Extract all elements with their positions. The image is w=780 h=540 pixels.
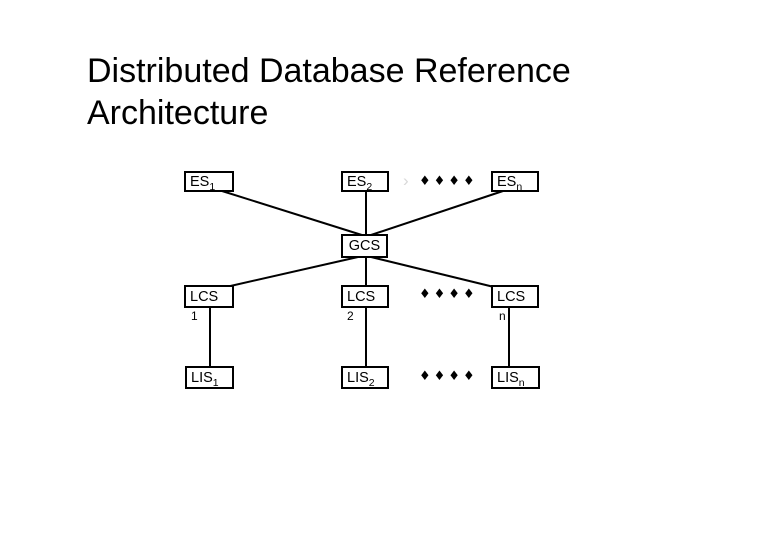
gcs-box: GCS: [341, 234, 388, 258]
lcs2-label: LCS: [347, 288, 376, 305]
es1-base: ES: [190, 173, 210, 190]
lcs1-subscript: 1: [191, 309, 198, 323]
esn-subscript: n: [516, 181, 523, 193]
esn-base: ES: [497, 173, 517, 190]
lis1-subscript: 1: [212, 377, 219, 389]
es2-label: ES2: [347, 173, 373, 193]
lcsn-subscript: n: [499, 309, 506, 323]
lcs2-box: LCS: [341, 285, 389, 308]
ellipsis-dots-lis-row: ♦♦♦♦: [419, 369, 478, 384]
faint-chevron-artifact: ›: [403, 171, 409, 190]
lcs1-label: LCS: [190, 288, 219, 305]
esn-box: ESn: [491, 171, 539, 192]
es1-box: ES1: [184, 171, 234, 192]
ellipsis-dots-lcs-row: ♦♦♦♦: [419, 287, 478, 302]
lis1-base: LIS: [191, 369, 213, 386]
lisn-base: LIS: [497, 369, 519, 386]
lcsn-label: LCS: [497, 288, 526, 305]
esn-label: ESn: [497, 173, 523, 193]
lisn-box: LISn: [491, 366, 540, 389]
slide-title-line1: Distributed Database Reference: [87, 52, 571, 90]
lis2-label: LIS2: [347, 369, 375, 389]
es2-box: ES2: [341, 171, 389, 192]
lcs1-box: LCS: [184, 285, 234, 308]
gcs-label: GCS: [348, 238, 381, 254]
lis2-box: LIS2: [341, 366, 389, 389]
line-es1-gcs: [221, 190, 366, 237]
lisn-label: LISn: [497, 369, 525, 389]
lis1-box: LIS1: [185, 366, 234, 389]
lisn-subscript: n: [518, 377, 525, 389]
lis1-label: LIS1: [191, 369, 219, 389]
es1-subscript: 1: [209, 181, 216, 193]
es1-label: ES1: [190, 173, 216, 193]
es2-base: ES: [347, 173, 367, 190]
line-gcs-lcs1: [225, 256, 359, 288]
lis2-subscript: 2: [368, 377, 375, 389]
line-esn-gcs: [367, 190, 504, 237]
lcs2-subscript: 2: [347, 309, 354, 323]
slide-title-line2: Architecture: [87, 94, 269, 132]
line-gcs-lcsn: [370, 256, 495, 288]
ellipsis-dots-es-row: ♦♦♦♦: [419, 174, 478, 189]
es2-subscript: 2: [366, 181, 373, 193]
lcsn-box: LCS: [491, 285, 539, 308]
lis2-base: LIS: [347, 369, 369, 386]
slide-title: Distributed Database Reference Architect…: [87, 50, 707, 134]
